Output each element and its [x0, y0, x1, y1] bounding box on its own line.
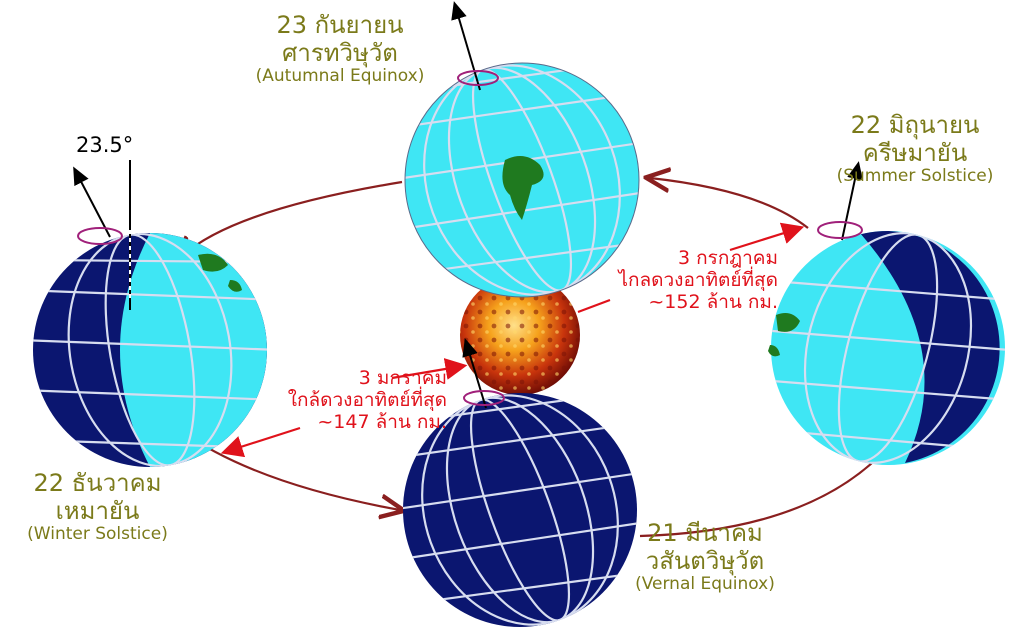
label-summer-solstice: 22 มิถุนายน ครีษมายัน (Summer Solstice) [815, 111, 1015, 187]
land-mass [502, 156, 544, 220]
label-winter-solstice: 22 ธันวาคม เหมายัน (Winter Solstice) [0, 469, 195, 545]
land-mass [768, 313, 800, 357]
aphelion-date: 3 กรกฎาคม [677, 247, 778, 269]
label-autumnal-equinox: 23 กันยายน ศารทวิษุวัต (Autumnal Equinox… [250, 11, 430, 87]
summer-name-th: ครีษมายัน [862, 138, 968, 167]
vernal-date: 21 มีนาคม [647, 519, 763, 547]
spin-arrows [77, 70, 863, 406]
perihelion-callout: 3 มกราคม ใกล้ดวงอาทิตย์ที่สุด ~147 ล้าน … [255, 367, 447, 434]
autumnal-name-en: (Autumnal Equinox) [255, 66, 425, 87]
perihelion-date: 3 มกราคม [358, 367, 447, 389]
aphelion-callout: 3 กรกฎาคม ไกลดวงอาทิตย์ที่สุด ~152 ล้าน … [590, 247, 778, 314]
aphelion-distance: ~152 ล้าน กม. [648, 290, 778, 313]
winter-name-en: (Winter Solstice) [27, 524, 168, 545]
rotation-axes [73, 1, 863, 409]
earth-winter-solstice [33, 233, 267, 467]
winter-date: 22 ธันวาคม [33, 469, 162, 497]
winter-name-th: เหมายัน [55, 496, 140, 525]
vernal-name-th: วสันตวิษุวัต [645, 546, 765, 575]
autumnal-date: 23 กันยายน [276, 11, 404, 39]
perihelion-desc: ใกล้ดวงอาทิตย์ที่สุด [287, 388, 447, 411]
summer-date: 22 มิถุนายน [850, 111, 980, 139]
vernal-name-en: (Vernal Equinox) [635, 574, 775, 595]
label-vernal-equinox: 21 มีนาคม วสันตวิษุวัต (Vernal Equinox) [610, 519, 800, 595]
perihelion-distance: ~147 ล้าน กม. [317, 410, 447, 433]
summer-name-en: (Summer Solstice) [836, 166, 994, 187]
sun [460, 275, 580, 395]
axial-tilt-label: 23.5° [76, 133, 134, 157]
aphelion-desc: ไกลดวงอาทิตย์ที่สุด [618, 268, 778, 291]
earth-summer-solstice [768, 231, 1005, 465]
autumnal-name-th: ศารทวิษุวัต [282, 38, 398, 67]
callout-arrows [220, 222, 805, 458]
land-mass [198, 253, 242, 292]
